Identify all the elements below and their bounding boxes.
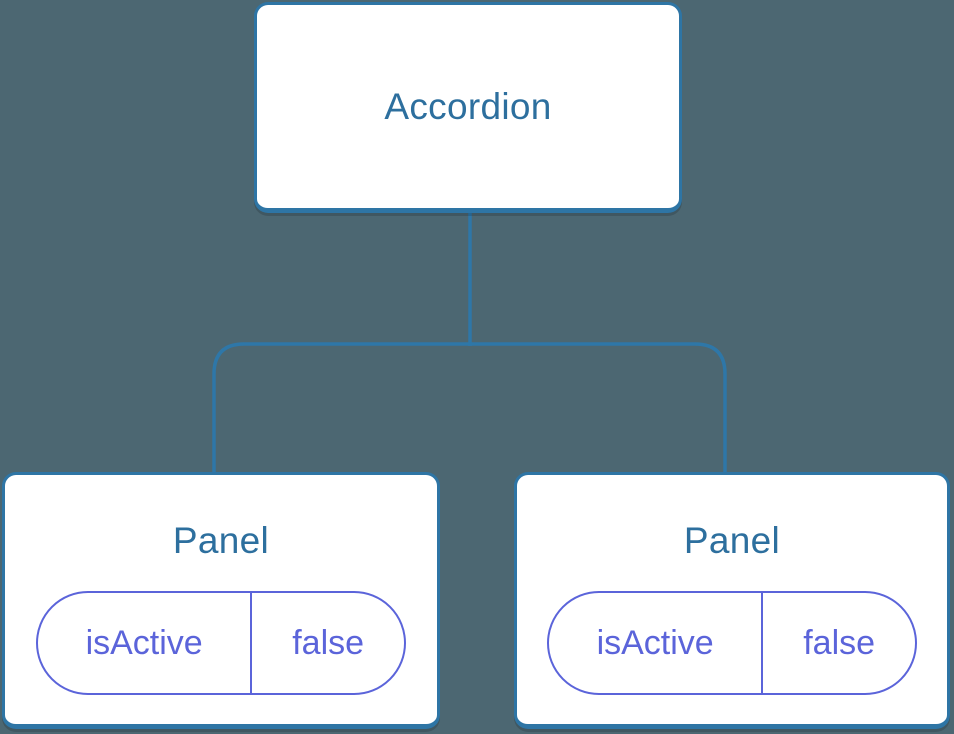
state-pill-key: isActive [549,593,764,693]
accordion-node: Accordion [254,2,682,213]
state-pill: isActive false [36,591,406,695]
state-pill-value: false [803,623,876,662]
panel-node-label: Panel [683,520,781,561]
state-pill-value: false [292,623,365,662]
accordion-node-label: Accordion [384,85,552,127]
state-pill: isActive false [547,591,917,695]
panel-node-left: Panel isActive false [2,472,440,729]
connector-branch-bracket [212,342,727,474]
panel-node-label: Panel [172,520,270,561]
panel-node-right: Panel isActive false [514,472,950,729]
state-pill-key: isActive [38,593,253,693]
